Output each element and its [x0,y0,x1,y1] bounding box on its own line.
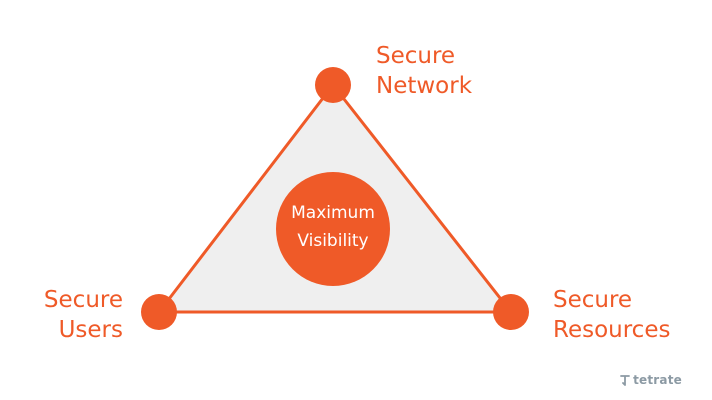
node-label-resources-line2: Resources [553,317,671,343]
node-label-users-line1: Secure [43,287,123,313]
edge-network-users [157,83,335,314]
node-users-dot [141,294,177,330]
brand-name: tetrate [633,373,682,387]
center-label-line1: Maximum [291,203,375,223]
node-label-network-line2: Network [376,73,473,99]
node-network-dot [315,67,351,103]
center-label-line2: Visibility [297,231,369,251]
node-label-resources-line1: Secure [553,287,633,313]
center-label: Maximum Visibility [271,199,395,255]
tetrate-logo-icon [620,375,630,386]
brand-logo: tetrate [620,373,682,387]
edge-resources-network [331,83,513,314]
node-label-users-line2: Users [58,317,123,343]
node-label-network-line1: Secure [376,43,456,69]
node-label-network: Secure Network [376,41,472,101]
node-label-resources: Secure Resources [553,285,670,345]
node-label-users: Secure Users [44,285,123,345]
node-resources-dot [493,294,529,330]
center-circle [276,172,390,286]
